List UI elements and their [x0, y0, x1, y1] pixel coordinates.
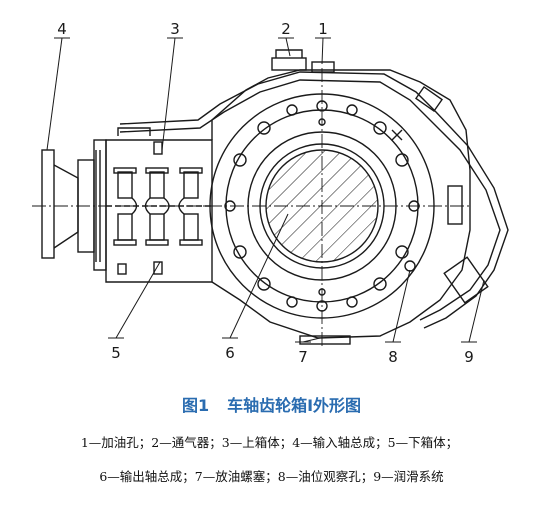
legend-line-2: 6—输出轴总成；7—放油螺塞；8—油位观察孔；9—润滑系统 — [99, 469, 444, 484]
figure-number: 图1 — [181, 396, 210, 415]
leader-8 — [392, 269, 411, 343]
leader-7 — [302, 337, 321, 343]
callout-8: 8 — [388, 348, 398, 366]
gearbox-drawing: 4 3 2 1 5 6 7 8 9 — [32, 20, 509, 366]
leader-6 — [229, 213, 289, 339]
callout-5: 5 — [111, 344, 121, 362]
callout-2: 2 — [281, 20, 291, 38]
callout-9: 9 — [464, 348, 474, 366]
housing-bolts — [113, 141, 203, 275]
leader-5 — [115, 261, 161, 339]
leader-1 — [321, 37, 324, 65]
leader-4 — [46, 37, 63, 151]
callout-6: 6 — [225, 344, 235, 362]
legend-line-1: 1—加油孔；2—通气器；3—上箱体；4—输入轴总成；5—下箱体； — [80, 435, 459, 450]
leader-9 — [468, 279, 485, 343]
figure-caption: 图1 车轴齿轮箱Ⅰ外形图 — [0, 392, 543, 416]
figure-title: 车轴齿轮箱Ⅰ外形图 — [227, 396, 362, 415]
leader-3 — [161, 37, 176, 151]
callout-7: 7 — [298, 348, 308, 366]
callout-3: 3 — [170, 20, 180, 38]
leader-2 — [285, 37, 291, 57]
callout-4: 4 — [57, 20, 67, 38]
callout-1: 1 — [318, 20, 328, 38]
